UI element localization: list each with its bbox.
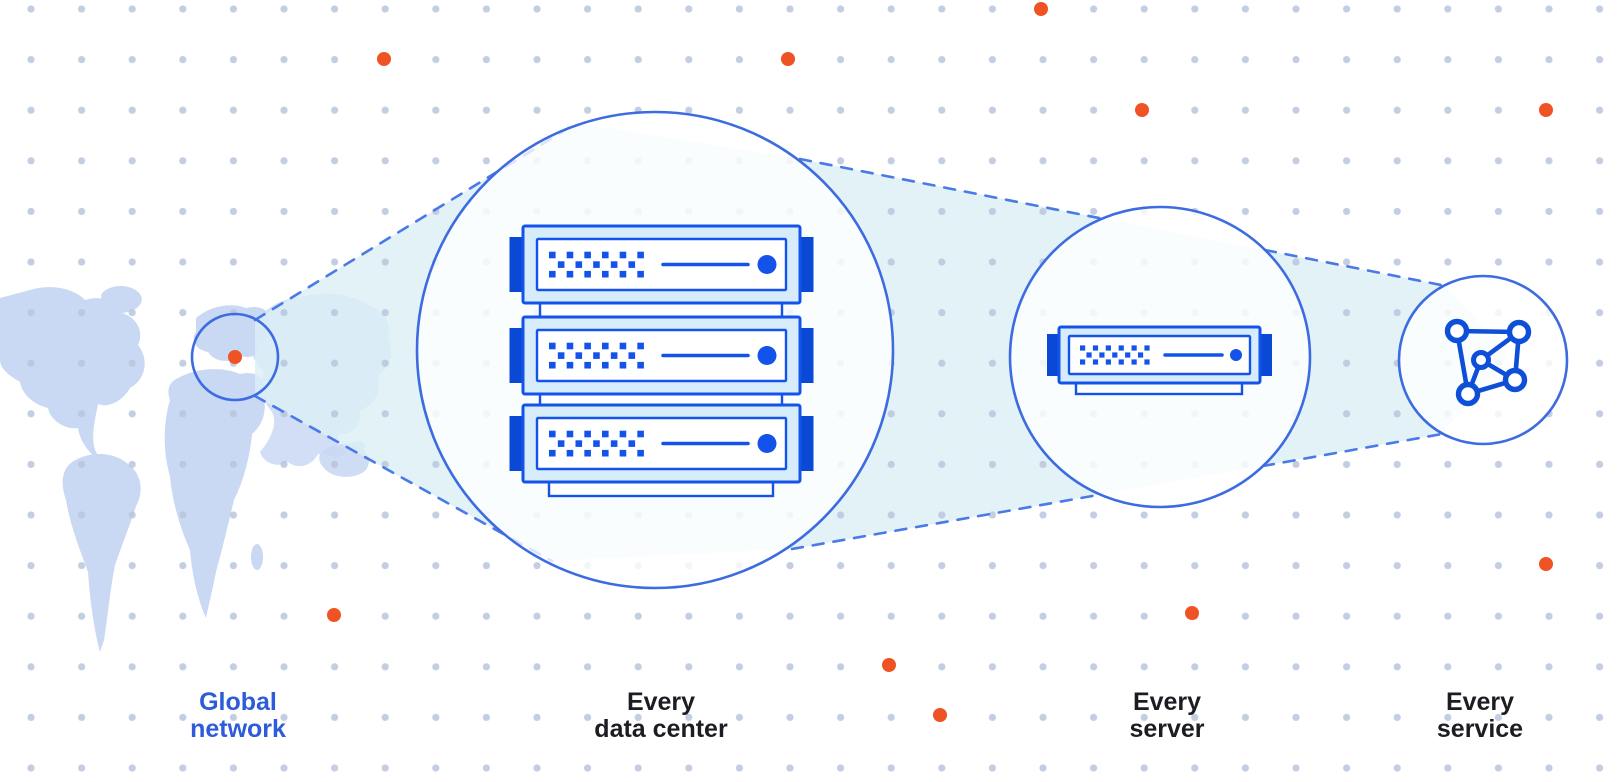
server-rack-icon <box>507 224 816 498</box>
label-line: Every <box>1132 688 1202 716</box>
orange-dot <box>377 52 391 66</box>
label-line: network <box>190 715 286 743</box>
orange-dot <box>1539 557 1553 571</box>
orange-dot <box>1539 103 1553 117</box>
orange-dot <box>781 52 795 66</box>
orange-dot <box>933 708 947 722</box>
dashed-line <box>790 493 1100 551</box>
label-every-server: Every server <box>1057 689 1277 743</box>
server-icon <box>1047 325 1272 396</box>
orange-dot <box>228 350 242 364</box>
label-every-data-center: Every data center <box>551 689 771 743</box>
label-line: data center <box>594 715 728 743</box>
orange-dot <box>1034 2 1048 16</box>
label-line: service <box>1436 715 1524 743</box>
dashed-line <box>798 157 1106 221</box>
dashed-line <box>1263 248 1448 288</box>
dashed-line <box>1261 432 1444 468</box>
map-highlight-circle <box>190 312 280 402</box>
orange-dot <box>1185 606 1199 620</box>
label-line: Global <box>199 688 277 716</box>
label-global-network: Global network <box>128 689 348 743</box>
network-mesh-icon <box>1444 318 1532 407</box>
orange-accent-dots <box>228 2 1553 722</box>
label-every-service: Every service <box>1370 689 1590 743</box>
label-line: Every <box>626 688 696 716</box>
label-line: Every <box>1445 688 1515 716</box>
orange-dot <box>882 658 896 672</box>
orange-dot <box>327 608 341 622</box>
label-line: server <box>1129 715 1205 743</box>
orange-dot <box>1135 103 1149 117</box>
